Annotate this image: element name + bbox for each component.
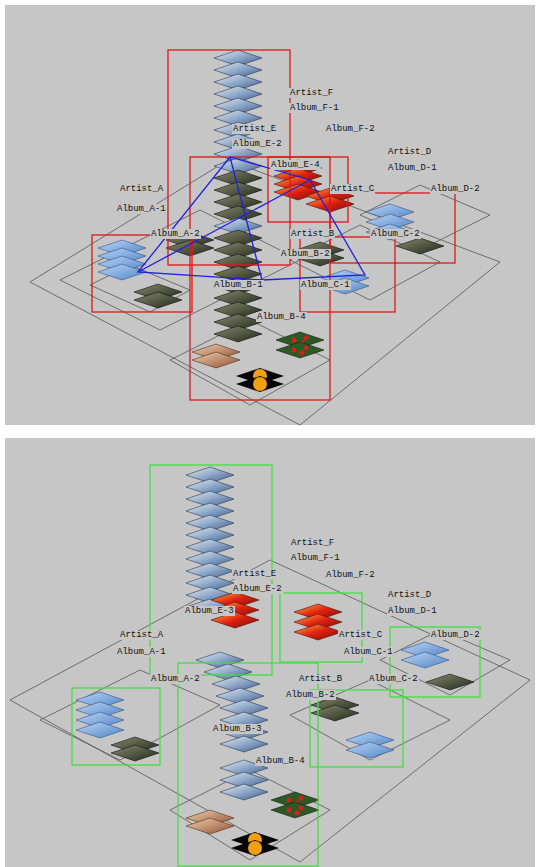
text-label: Artist_F <box>289 88 334 98</box>
text-label: Album_E-2 <box>232 584 283 594</box>
text-label: Artist_A <box>119 630 164 640</box>
text-label: Album_F-2 <box>325 124 376 134</box>
text-label: Album_B-4 <box>255 756 306 766</box>
text-label: Artist_C <box>330 184 375 194</box>
text-label: Album_D-2 <box>430 630 481 640</box>
text-label: Album_C-2 <box>370 229 421 239</box>
text-label: Album_F-1 <box>290 553 341 563</box>
text-label: Album_A-1 <box>116 647 167 657</box>
text-label: Album_A-1 <box>116 204 167 214</box>
text-label: Album_D-1 <box>387 606 438 616</box>
text-label: Artist_D <box>387 590 432 600</box>
text-label: Artist_C <box>338 630 383 640</box>
text-label: Album_D-2 <box>430 184 481 194</box>
text-label: Artist_A <box>119 184 164 194</box>
text-label: Artist_B <box>290 229 335 239</box>
text-label: Album_F-2 <box>325 570 376 580</box>
text-label: Album_E-2 <box>232 139 283 149</box>
text-label: Album_E-3 <box>184 606 235 616</box>
text-label: Album_A-2 <box>150 674 201 684</box>
text-label: Album_C-2 <box>368 674 419 684</box>
text-label: Album_B-3 <box>212 724 263 734</box>
text-label: Album_A-2 <box>150 229 201 239</box>
text-label: Album_F-1 <box>289 103 340 113</box>
text-label: Album_C-1 <box>300 280 351 290</box>
text-label: Album_E-4 <box>270 160 321 170</box>
text-label: Album_B-4 <box>256 312 307 322</box>
text-label: Album_B-2 <box>285 690 336 700</box>
text-label: Album_B-1 <box>213 280 264 290</box>
text-label: Artist_E <box>232 569 277 579</box>
text-label: Album_B-2 <box>280 249 331 259</box>
text-label: Artist_F <box>290 538 335 548</box>
text-label: Artist_D <box>387 147 432 157</box>
text-label: Artist_B <box>298 674 343 684</box>
text-label: Album_C-1 <box>343 647 394 657</box>
text-label: Artist_E <box>232 124 277 134</box>
text-label: Album_D-1 <box>387 163 438 173</box>
